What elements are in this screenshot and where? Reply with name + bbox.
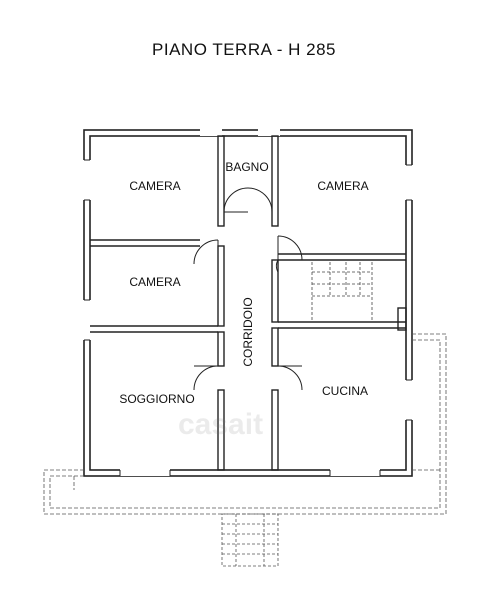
room-label-corridoio: CORRIDOIO: [241, 297, 255, 367]
staircase: [311, 262, 373, 320]
windows: [83, 127, 413, 476]
room-label-camera: CAMERA: [129, 179, 181, 193]
plan-title: PIANO TERRA - H 285: [152, 40, 336, 59]
room-label-soggiorno: SOGGIORNO: [119, 392, 195, 406]
room-label-bagno: BAGNO: [225, 160, 269, 174]
front-steps: [221, 513, 279, 567]
door-swings: [193, 187, 303, 391]
room-label-camera: CAMERA: [129, 275, 181, 289]
watermark: casait: [178, 408, 264, 441]
interior-walls: [90, 135, 407, 471]
room-label-camera: CAMERA: [317, 179, 369, 193]
room-label-cucina: CUCINA: [321, 384, 369, 398]
